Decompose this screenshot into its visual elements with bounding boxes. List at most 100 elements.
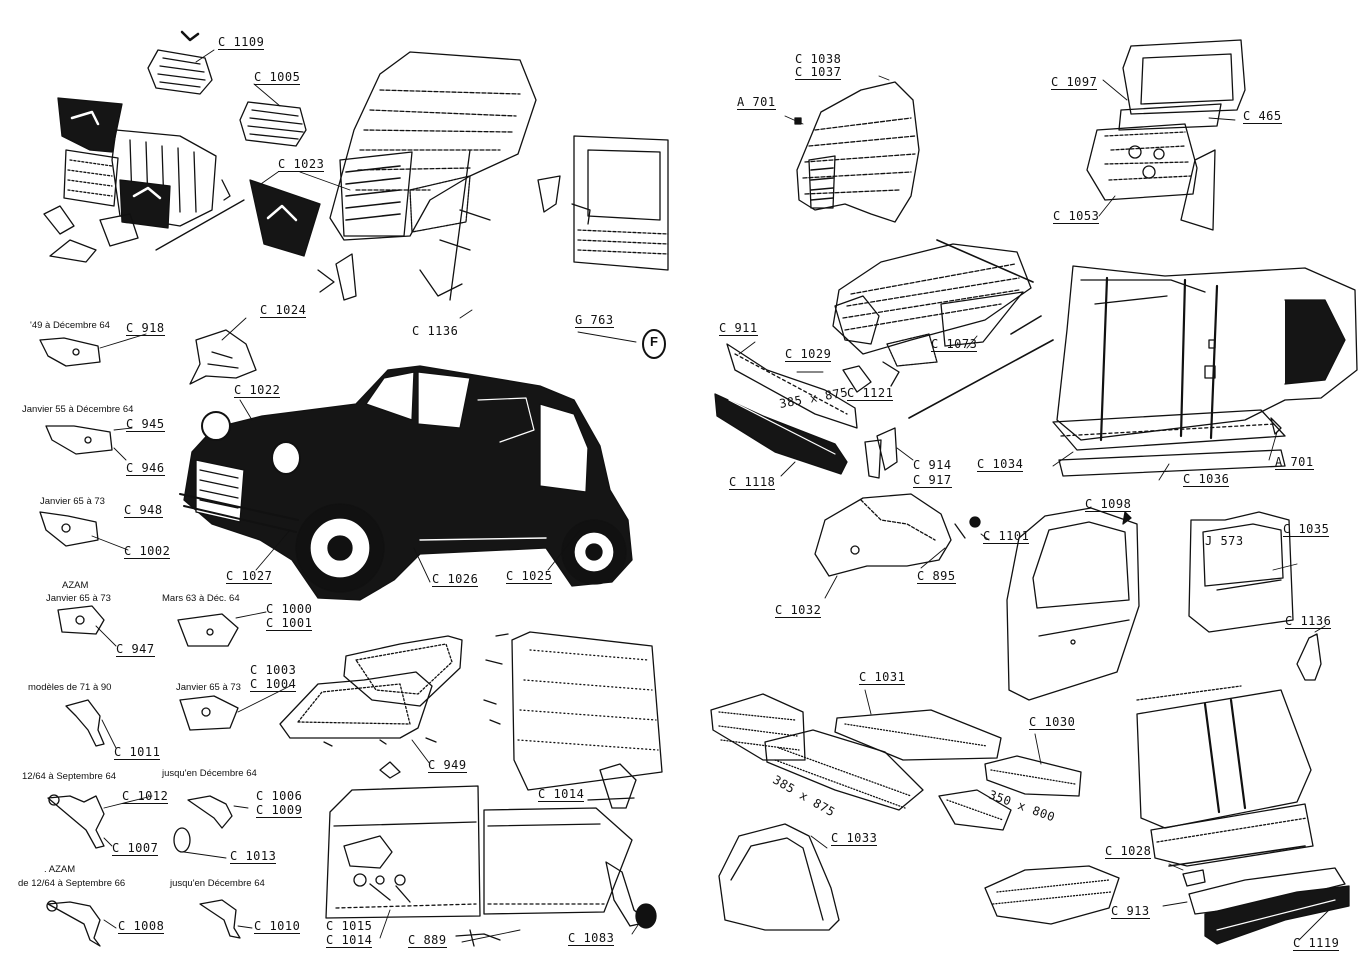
date-note: modèles de 71 à 90 [28, 682, 112, 693]
ref-label: C 1008 [118, 919, 165, 934]
ref-label: C 949 [428, 758, 467, 773]
ref-label: C 1033 [831, 831, 878, 846]
bumper-strips-drawing [714, 341, 914, 479]
ref-label: C 1022 [234, 383, 281, 398]
date-note: jusqu'en Décembre 64 [162, 768, 257, 779]
ref-label: C 1002 [124, 544, 171, 559]
rear-panel-drawing [1086, 39, 1246, 231]
ref-label: C 1023 [278, 157, 325, 172]
car-drawing [179, 365, 633, 601]
ref-label: C 1006 [256, 789, 303, 803]
ornament-c1024-drawing [189, 317, 257, 385]
ref-label: C 1034 [977, 457, 1024, 472]
ref-label: C 1136 [412, 324, 459, 338]
date-note: Janvier 65 à 73 [40, 496, 105, 507]
ref-label: J 573 [1205, 534, 1244, 548]
ref-label: C 1109 [218, 35, 265, 50]
bonnet-c1038-drawing [784, 75, 920, 223]
ref-label: C 945 [126, 417, 165, 432]
ref-label: C 1032 [775, 603, 822, 618]
ref-label: A 701 [737, 95, 776, 110]
ref-label: C 914 [913, 458, 952, 472]
ref-label: C 895 [917, 569, 956, 584]
ref-label: C 1118 [729, 475, 776, 490]
left-page: C 1109 C 1005 C 1023 C 1024 C 1136 G 763… [18, 30, 669, 948]
front-door-drawing [1006, 507, 1326, 701]
ref-label: C 1119 [1293, 936, 1340, 951]
ref-label: C 1036 [1183, 472, 1230, 487]
date-note: '49 à Décembre 64 [30, 320, 110, 331]
ref-label: C 1073 [931, 337, 978, 352]
ref-label: C 1035 [1283, 522, 1330, 537]
ref-label: C 1007 [112, 841, 159, 856]
ref-label: C 1024 [260, 303, 307, 318]
ref-label: G 763 [575, 313, 614, 328]
ref-label: C 1000 [266, 602, 313, 616]
ref-label: C 911 [719, 321, 758, 336]
ref-label: C 1121 [847, 386, 894, 401]
ref-label: C 1029 [785, 347, 832, 362]
roof-drawing [832, 239, 1054, 419]
f-badge-drawing [642, 329, 666, 359]
ref-label: C 1014 [326, 933, 373, 948]
ref-label: C 1012 [122, 789, 169, 804]
leader-lines-top [195, 49, 637, 343]
switch-drawings [39, 333, 291, 731]
floor-mats-drawing [710, 689, 1082, 831]
ref-label: C 946 [126, 461, 165, 476]
ref-label: C 1005 [254, 70, 301, 85]
cowl-drawing [718, 823, 840, 931]
ref-label: A 701 [1275, 455, 1314, 470]
ref-label: C 1027 [226, 569, 273, 584]
ref-label: C 918 [126, 321, 165, 336]
ref-label: C 1010 [254, 919, 301, 934]
bonnet-drawing [249, 51, 537, 301]
ref-label: C 1015 [326, 919, 373, 933]
ref-label: C 1003 [250, 663, 297, 677]
ref-label: C 1053 [1053, 209, 1100, 224]
right-page-drawings [710, 39, 1358, 945]
ref-label: C 1101 [983, 529, 1030, 544]
ref-label: C 1013 [230, 849, 277, 864]
grille-c1109-drawing [147, 30, 213, 95]
ref-label: C 1026 [432, 572, 479, 587]
ref-label: C 1028 [1105, 844, 1152, 859]
f-badge-label: F [650, 334, 658, 349]
left-page-drawings [39, 30, 669, 947]
date-note: Mars 63 à Déc. 64 [162, 593, 240, 604]
front-assembly-drawing [43, 97, 245, 263]
ref-label: C 1038 [795, 52, 842, 66]
ref-label: C 1025 [506, 569, 553, 584]
date-note: 12/64 à Septembre 64 [22, 771, 117, 782]
ref-label: C 1031 [859, 670, 906, 685]
ref-label: C 465 [1243, 109, 1282, 124]
ref-label: C 1098 [1085, 497, 1132, 512]
date-note: Janvier 65 à 73 [176, 682, 241, 693]
ref-label: C 948 [124, 503, 163, 518]
floor-panel-drawing [984, 865, 1120, 925]
ref-label: C 917 [913, 473, 952, 488]
ref-label: C 1030 [1029, 715, 1076, 730]
side-curtain-drawing [483, 631, 663, 809]
handle-drawings [46, 699, 253, 947]
ref-label: C 1136 [1285, 614, 1332, 629]
ref-label: C 947 [116, 642, 155, 657]
boot-lid-drawing [1136, 685, 1314, 887]
ref-label: C 1011 [114, 745, 161, 760]
grille-c1005-drawing [239, 101, 307, 147]
date-note: jusqu'en Décembre 64 [170, 878, 265, 889]
body-frame-drawing [1052, 265, 1358, 481]
ref-label: C 1014 [538, 787, 585, 802]
date-note: . AZAM [44, 864, 76, 875]
ref-label: C 1001 [266, 616, 313, 631]
ref-label: C 1004 [250, 677, 297, 692]
door-panel-drawing [537, 135, 669, 271]
date-note: Janvier 55 à Décembre 64 [22, 404, 134, 415]
quarter-window-drawings [279, 635, 463, 779]
wing-drawing [814, 493, 990, 599]
rear-bumper-drawing [1162, 867, 1350, 945]
ref-label: C 1097 [1051, 75, 1098, 90]
date-note: Janvier 65 à 73 [46, 593, 111, 604]
lower-door-drawing [325, 785, 657, 947]
date-note: AZAM [62, 580, 89, 591]
